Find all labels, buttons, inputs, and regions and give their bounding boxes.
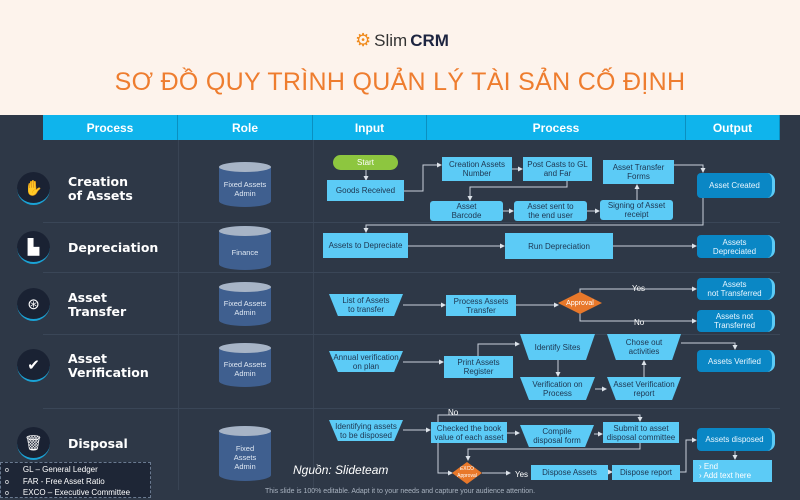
stage-verification: ✔Asset Verification <box>17 349 149 382</box>
assets-disposed-output: Assets disposed <box>697 428 775 451</box>
asset-created-output: Asset Created <box>697 173 775 198</box>
page-title: SƠ ĐỒ QUY TRÌNH QUẢN LÝ TÀI SẢN CỐ ĐỊNH <box>114 68 686 96</box>
run-depreciation-box: Run Depreciation <box>505 233 613 259</box>
role-cylinder: Fixed Assets Admin <box>219 343 271 387</box>
legend-item: GL – General Ledger <box>5 465 146 477</box>
verification-process-box: Verification on Process <box>520 377 595 400</box>
add-text-item: › Add text here <box>699 471 752 480</box>
footer-note: This slide is 100% editable. Adapt it to… <box>264 488 536 495</box>
assets-not-transferred-yes-output: Assets not Transferred <box>697 278 775 300</box>
chose-out-activities-box: Chose out activities <box>607 334 681 360</box>
stage-creation: ✋Creation of Assets <box>17 172 133 205</box>
identify-sites-box: Identify Sites <box>520 334 595 360</box>
identifying-assets-box: Identifying assets to be disposed <box>329 420 403 441</box>
source-credit: Nguồn: Slideteam <box>293 463 389 477</box>
trash-icon: 🗑 <box>17 427 50 460</box>
yes-label: Yes <box>515 470 529 479</box>
exco-approval-decision: EXCO Approval <box>452 462 482 484</box>
creation-assets-number-box: Creation Assets Number <box>442 157 512 181</box>
compile-disposal-form-box: Compile disposal form <box>520 425 594 447</box>
legend-item: EXCO – Executive Committee <box>5 488 146 500</box>
asset-transfer-forms-box: Asset Transfer Forms <box>603 160 674 184</box>
approval-decision: Approval <box>558 292 602 314</box>
legend: GL – General Ledger FAR - Free Asset Rat… <box>0 462 151 498</box>
no-label: No <box>634 318 645 327</box>
asset-sent-box: Asset sent to the end user <box>514 201 587 221</box>
end-box: › End› Add text here <box>693 460 772 482</box>
goods-received-box: Goods Received <box>327 180 404 201</box>
divider <box>178 140 179 490</box>
dispose-assets-box: Dispose Assets <box>531 465 608 480</box>
check-icon: ✔ <box>17 349 50 382</box>
stage-depreciation: ▙Depreciation <box>17 231 158 264</box>
col-header-process: Process <box>43 115 178 140</box>
checked-book-value-box: Checked the book value of each asset <box>431 422 507 443</box>
role-cylinder: Fixed Assets Admin <box>219 162 271 207</box>
asset-barcode-box: Asset Barcode <box>430 201 503 221</box>
hand-money-icon: ✋ <box>17 172 50 205</box>
divider <box>43 272 780 273</box>
print-register-box: Print Assets Register <box>444 356 513 378</box>
start-node: Start <box>333 155 398 170</box>
post-costs-box: Post Casts to GL and Far <box>523 157 592 181</box>
assets-to-depreciate-box: Assets to Depreciate <box>323 233 408 258</box>
list-assets-transfer-box: List of Assets to transfer <box>329 294 403 316</box>
assets-depreciated-output: Assets Depreciated <box>697 235 775 258</box>
stage-transfer: ⊛Asset Transfer <box>17 288 126 321</box>
process-assets-transfer-box: Process Assets Transfer <box>446 295 516 316</box>
role-cylinder: Finance <box>219 226 271 270</box>
transfer-icon: ⊛ <box>17 288 50 321</box>
divider <box>313 140 314 490</box>
chart-decline-icon: ▙ <box>17 231 50 264</box>
divider <box>43 222 780 223</box>
legend-item: FAR - Free Asset Ratio <box>5 477 146 489</box>
gear-icon: ⚙ <box>355 30 372 50</box>
end-item: › End <box>699 462 719 471</box>
yes-label: Yes <box>632 284 646 293</box>
dispose-report-box: Dispose report <box>612 465 680 480</box>
divider <box>43 334 780 335</box>
col-header-input: Input <box>313 115 427 140</box>
submit-committee-box: Submit to asset disposal committee <box>603 422 679 443</box>
assets-not-transferred-no-output: Assets not Transferred <box>697 310 775 332</box>
col-header-output: Output <box>686 115 780 140</box>
role-cylinder: Fixed Assets Admin <box>219 426 271 481</box>
assets-verified-output: Assets Verified <box>697 350 775 372</box>
col-header-process2: Process <box>427 115 686 140</box>
stage-disposal: 🗑Disposal <box>17 427 128 460</box>
annual-verification-box: Annual verification on plan <box>329 351 403 372</box>
no-label: No <box>448 408 459 417</box>
col-header-role: Role <box>178 115 313 140</box>
signing-receipt-box: Signing of Asset receipt <box>600 200 673 220</box>
divider <box>43 408 780 409</box>
header-band <box>0 0 800 115</box>
verification-report-box: Asset Verification report <box>607 377 681 400</box>
role-cylinder: Fixed Assets Admin <box>219 282 271 326</box>
